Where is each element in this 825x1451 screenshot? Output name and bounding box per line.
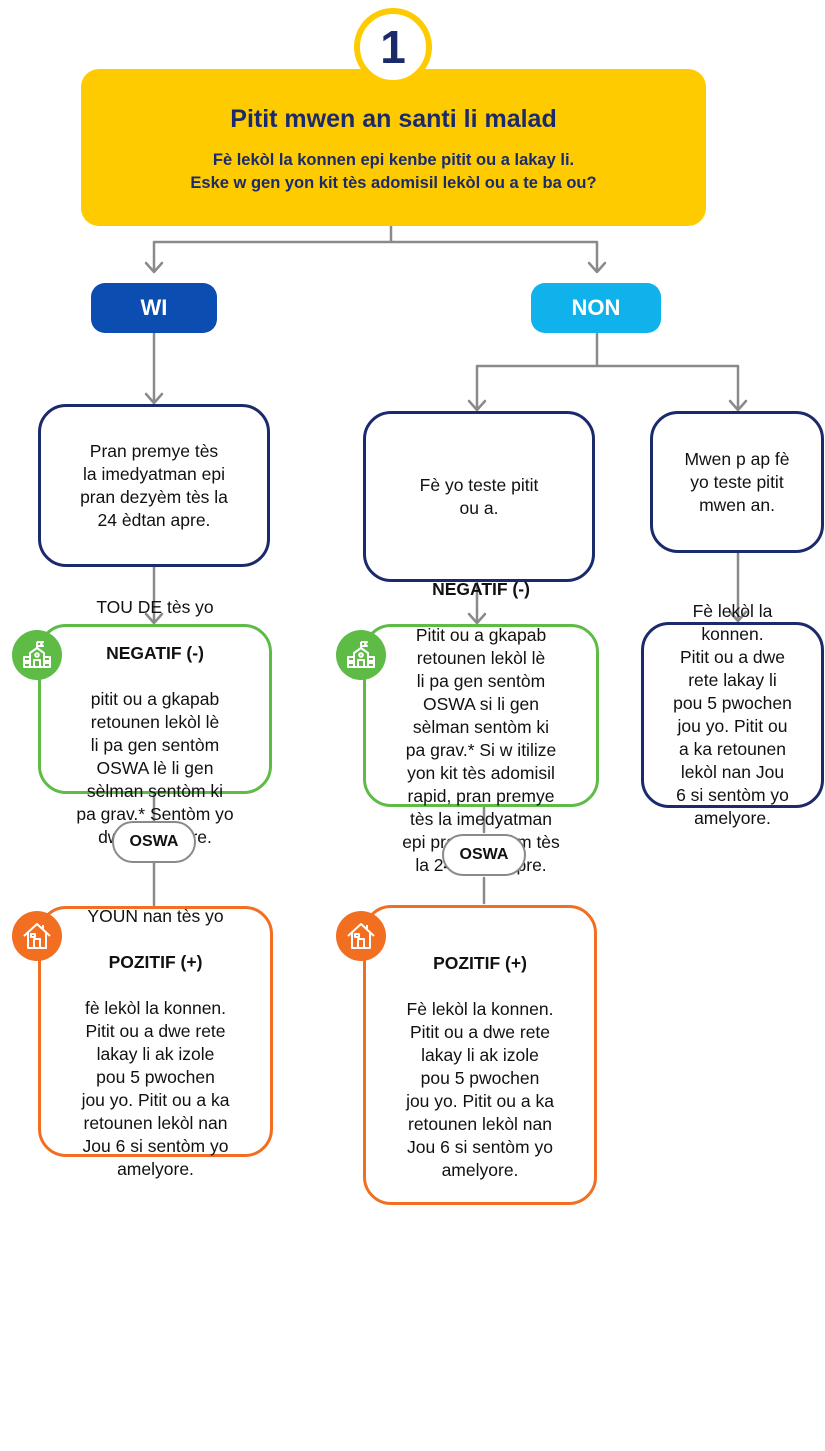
yes-pill: WI bbox=[91, 283, 217, 333]
no-negative-label: NEGATIF (-) bbox=[432, 578, 530, 599]
no-pill: NON bbox=[531, 283, 661, 333]
no-test-instruction-box: Fè yo teste pitit ou a. bbox=[363, 411, 595, 582]
no-oswa-pill: OSWA bbox=[442, 834, 526, 876]
no-negative-text: NEGATIF (-) Pitit ou a gkapab retounen l… bbox=[402, 555, 560, 877]
header-question-box: Pitit mwen an santi li malad Fè lekòl la… bbox=[81, 69, 706, 226]
no-test-instruction-text: Fè yo teste pitit ou a. bbox=[419, 474, 539, 518]
arrow-wi-test bbox=[144, 392, 164, 405]
no-test-choice-text: Mwen p ap fè yo teste pitit mwen an. bbox=[684, 448, 790, 515]
no-test-outcome-box: Fè lekòl la konnen. Pitit ou a dwe rete … bbox=[641, 601, 824, 828]
no-positive-label: POZITIF (+) bbox=[433, 952, 527, 973]
yes-negative-text: TOU DE tès yo NEGATIF (-) pitit ou a gka… bbox=[76, 573, 233, 849]
arrow-wi-negative bbox=[144, 612, 164, 625]
yes-positive-label: POZITIF (+) bbox=[108, 952, 203, 972]
yes-negative-label: NEGATIF (-) bbox=[106, 643, 204, 663]
no-positive-body: Fè lekòl la konnen. Pitit ou a dwe rete … bbox=[406, 998, 554, 1180]
no-positive-text: POZITIF (+) Fè lekòl la konnen. Pitit ou… bbox=[406, 929, 554, 1182]
header-line-1: Fè lekòl la konnen epi kenbe pitit ou a … bbox=[212, 151, 575, 169]
arrow-non-notest bbox=[728, 399, 748, 412]
connector-header-split bbox=[152, 224, 599, 272]
no-test-choice-box: Mwen p ap fè yo teste pitit mwen an. bbox=[650, 411, 824, 553]
header-line-2: Eske w gen yon kit tès adomisil lekòl ou… bbox=[190, 174, 597, 192]
arrow-to-wi bbox=[144, 261, 164, 274]
no-test-outcome-text: Fè lekòl la konnen. Pitit ou a dwe rete … bbox=[673, 601, 792, 828]
arrow-notest-outcome bbox=[728, 610, 748, 623]
yes-positive-intro: YOUN nan tès yo bbox=[87, 906, 224, 926]
school-icon bbox=[336, 630, 386, 680]
arrow-non-negative bbox=[467, 612, 487, 625]
yes-positive-body: fè lekòl la konnen. Pitit ou a dwe rete … bbox=[81, 998, 230, 1179]
yes-positive-text: YOUN nan tès yo POZITIF (+) fè lekòl la … bbox=[82, 882, 230, 1181]
house-icon bbox=[12, 911, 62, 961]
header-title: Pitit mwen an santi li malad bbox=[230, 105, 557, 133]
yes-negative-intro: TOU DE tès yo bbox=[96, 597, 214, 617]
no-positive-result-box: POZITIF (+) Fè lekòl la konnen. Pitit ou… bbox=[363, 905, 597, 1205]
yes-test-instruction-box: Pran premye tès la imedyatman epi pran d… bbox=[38, 404, 270, 567]
header-subtitle: Fè lekòl la konnen epi kenbe pitit ou a … bbox=[81, 149, 706, 195]
yes-test-instruction-text: Pran premye tès la imedyatman epi pran d… bbox=[80, 440, 228, 530]
arrow-non-test bbox=[467, 399, 487, 412]
yes-negative-result-box: TOU DE tès yo NEGATIF (-) pitit ou a gka… bbox=[38, 597, 272, 847]
connector-non-split bbox=[475, 331, 740, 411]
house-icon bbox=[336, 911, 386, 961]
no-negative-result-box: NEGATIF (-) Pitit ou a gkapab retounen l… bbox=[363, 579, 599, 875]
step-number-badge: 1 bbox=[354, 8, 432, 86]
yes-oswa-pill: OSWA bbox=[112, 821, 196, 863]
school-icon bbox=[12, 630, 62, 680]
arrow-to-non bbox=[587, 261, 607, 274]
yes-positive-result-box: YOUN nan tès yo POZITIF (+) fè lekòl la … bbox=[38, 906, 273, 1179]
